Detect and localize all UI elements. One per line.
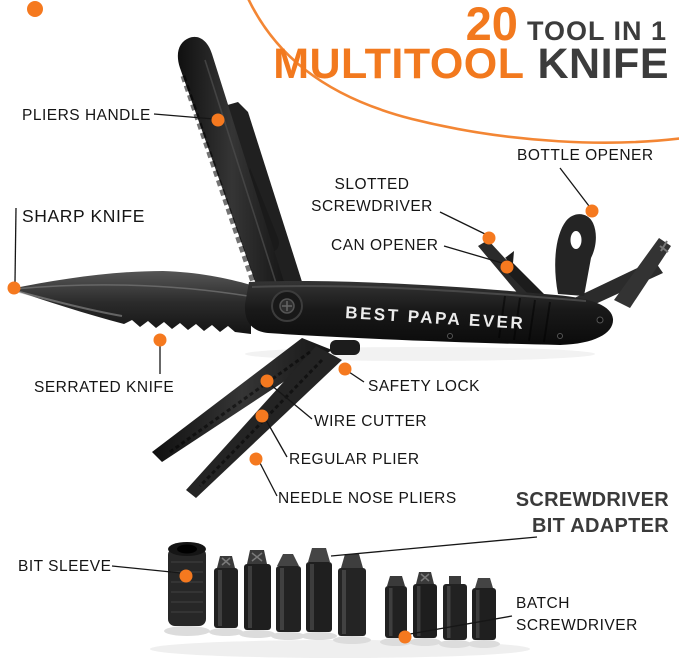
pliers-handle-serration <box>180 75 256 283</box>
label-can-opener: CAN OPENER <box>331 237 439 254</box>
label-serrated-knife: SERRATED KNIFE <box>34 379 175 396</box>
can-opener-hook <box>505 251 514 263</box>
bit-slotted-2 <box>306 548 332 632</box>
blade-bevel-line <box>13 284 249 297</box>
callout-dot-decorative <box>27 1 43 17</box>
callout-dots <box>7 113 599 644</box>
label-slotted-screwdriver: SLOTTED SCREWDRIVER <box>311 176 433 216</box>
pliers-handle-highlight <box>204 59 277 284</box>
headline-product-rest: KNIFE <box>537 40 669 88</box>
bit-sleeve <box>168 542 206 626</box>
blade-edge-shine <box>11 289 123 317</box>
jaw-lower-serration <box>198 358 324 488</box>
handle-grip-lines <box>498 295 551 343</box>
leader-line-slotted-screwdriver <box>439 211 486 235</box>
label-sharp-knife: SHARP KNIFE <box>22 206 145 226</box>
bit-phillips-2 <box>244 550 271 630</box>
handle-spine-highlight <box>251 284 587 302</box>
callout-dot-pliers-handle <box>211 113 225 127</box>
leader-line-regular-plier <box>265 419 288 458</box>
bit-shadow <box>468 640 500 648</box>
screwdriver-bit-set <box>150 542 530 658</box>
label-regular-plier: REGULAR PLIER <box>289 451 420 468</box>
bit-shadow <box>271 632 305 640</box>
callout-dot-safety-lock <box>338 362 352 376</box>
jaw-upper-serration <box>169 350 311 454</box>
headline-count-row: 20 TOOL IN 1 <box>466 0 667 47</box>
bottle-opener-tool <box>555 214 596 296</box>
leader-lines <box>14 113 590 635</box>
bit-shadow <box>409 638 441 646</box>
phillips-tool <box>614 238 671 308</box>
pliers-handles <box>177 36 304 290</box>
bit-shadow <box>239 630 275 638</box>
label-screwdriver-bit-adapter: SCREWDRIVER BIT ADAPTER <box>515 489 669 537</box>
leader-line-needle-nose-pliers <box>259 462 278 497</box>
bit-phillips-3 <box>413 572 437 638</box>
bottle-opener-hole <box>570 231 582 249</box>
callout-dot-serrated-knife <box>153 333 167 347</box>
handle-screw <box>557 333 563 339</box>
bit-square <box>443 576 467 640</box>
handle-screw <box>596 316 604 324</box>
phillips-tip-cross <box>659 240 669 253</box>
callout-dot-bottle-opener <box>585 204 599 218</box>
label-bit-sleeve: BIT SLEEVE <box>18 558 112 575</box>
callout-dot-regular-plier <box>255 409 269 423</box>
callout-dot-wire-cutter <box>260 374 274 388</box>
label-bottle-opener: BOTTLE OPENER <box>517 147 654 164</box>
label-safety-lock: SAFETY LOCK <box>368 378 481 395</box>
callout-dot-batch-screwdriver <box>398 630 412 644</box>
leader-line-bit-sleeve <box>111 565 182 574</box>
leader-line-sharp-knife <box>14 207 17 283</box>
bit-slotted-3 <box>472 578 496 640</box>
leader-line-bit-adapter <box>330 536 538 557</box>
bit-shadow <box>209 628 243 636</box>
pivot-screw-cross <box>282 301 292 311</box>
knife-blade <box>10 271 251 334</box>
headline-product-row: MULTITOOL KNIFE <box>273 40 669 88</box>
headline-count-suffix: TOOL IN 1 <box>526 16 667 46</box>
knife-handle <box>244 281 614 345</box>
safety-lock-tab <box>330 340 360 355</box>
leader-line-pliers-handle <box>153 113 215 120</box>
callout-dot-needle-nose-pliers <box>249 452 263 466</box>
callout-dot-bit-sleeve <box>179 569 193 583</box>
label-wire-cutter: WIRE CUTTER <box>314 413 428 430</box>
leader-line-batch-screwdriver <box>409 615 513 635</box>
label-batch-screwdriver: BATCH SCREWDRIVER <box>516 595 638 635</box>
bit-shadow <box>164 626 210 636</box>
leader-line-can-opener <box>443 245 503 264</box>
callout-dot-can-opener <box>500 260 514 274</box>
label-needle-nose-pliers: NEEDLE NOSE PLIERS <box>278 490 457 507</box>
headline-product-accent: MULTITOOL <box>273 40 525 88</box>
bit-slotted-1 <box>276 554 301 632</box>
pliers-handle-front <box>177 36 286 290</box>
bit-hex-large <box>338 554 366 636</box>
bit-shadow <box>439 640 471 648</box>
bit-shadow <box>301 632 337 640</box>
leader-line-wire-cutter <box>270 384 313 420</box>
orange-swoosh <box>247 0 679 144</box>
headline-count: 20 <box>465 0 518 50</box>
label-pliers-handle: PLIERS HANDLE <box>22 107 151 124</box>
knife-photo: BEST PAPA EVER <box>10 36 671 498</box>
leader-line-bottle-opener <box>559 167 590 207</box>
leader-line-safety-lock <box>348 371 365 383</box>
bit-hex-small <box>385 576 407 638</box>
bit-shadow <box>333 636 371 644</box>
bit-phillips-1 <box>214 556 238 628</box>
handle-screw <box>447 333 453 339</box>
callout-dot-slotted-screwdriver <box>482 231 496 245</box>
callout-dot-sharp-knife <box>7 281 21 295</box>
